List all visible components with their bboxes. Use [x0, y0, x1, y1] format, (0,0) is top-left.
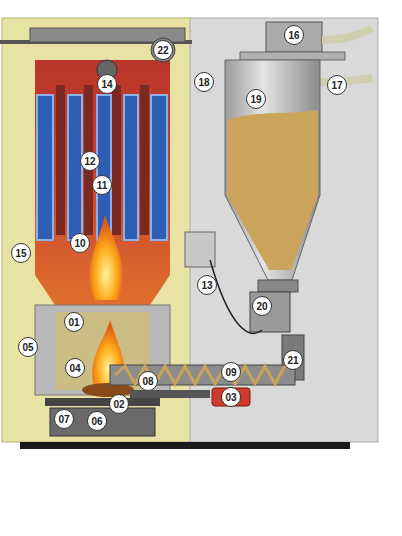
callout-number: 15: [11, 243, 31, 263]
callout-number: 17: [327, 75, 347, 95]
callout-number: 19: [246, 89, 266, 109]
callout-number: 11: [92, 175, 112, 195]
callout-number: 04: [65, 358, 85, 378]
boiler-body: [0, 18, 378, 449]
firebox: [35, 305, 170, 436]
callout-number: 13: [197, 275, 217, 295]
combustion-chamber: [35, 38, 175, 305]
callout-number: 20: [252, 296, 272, 316]
callout-number: 12: [80, 151, 100, 171]
callout-number: 22: [153, 40, 173, 60]
pellet-hopper: [185, 22, 372, 380]
feed-auger: [110, 365, 295, 406]
callout-number: 18: [194, 72, 214, 92]
callout-number: 05: [18, 337, 38, 357]
callout-number: 09: [221, 362, 241, 382]
callout-number: 06: [87, 411, 107, 431]
callout-number: 01: [64, 312, 84, 332]
callout-number: 07: [54, 409, 74, 429]
callout-number: 14: [97, 74, 117, 94]
callout-number: 10: [70, 233, 90, 253]
callout-number: 03: [221, 387, 241, 407]
callout-number: 08: [138, 371, 158, 391]
callout-number: 21: [283, 350, 303, 370]
callout-number: 16: [284, 25, 304, 45]
callout-number: 02: [109, 394, 129, 414]
